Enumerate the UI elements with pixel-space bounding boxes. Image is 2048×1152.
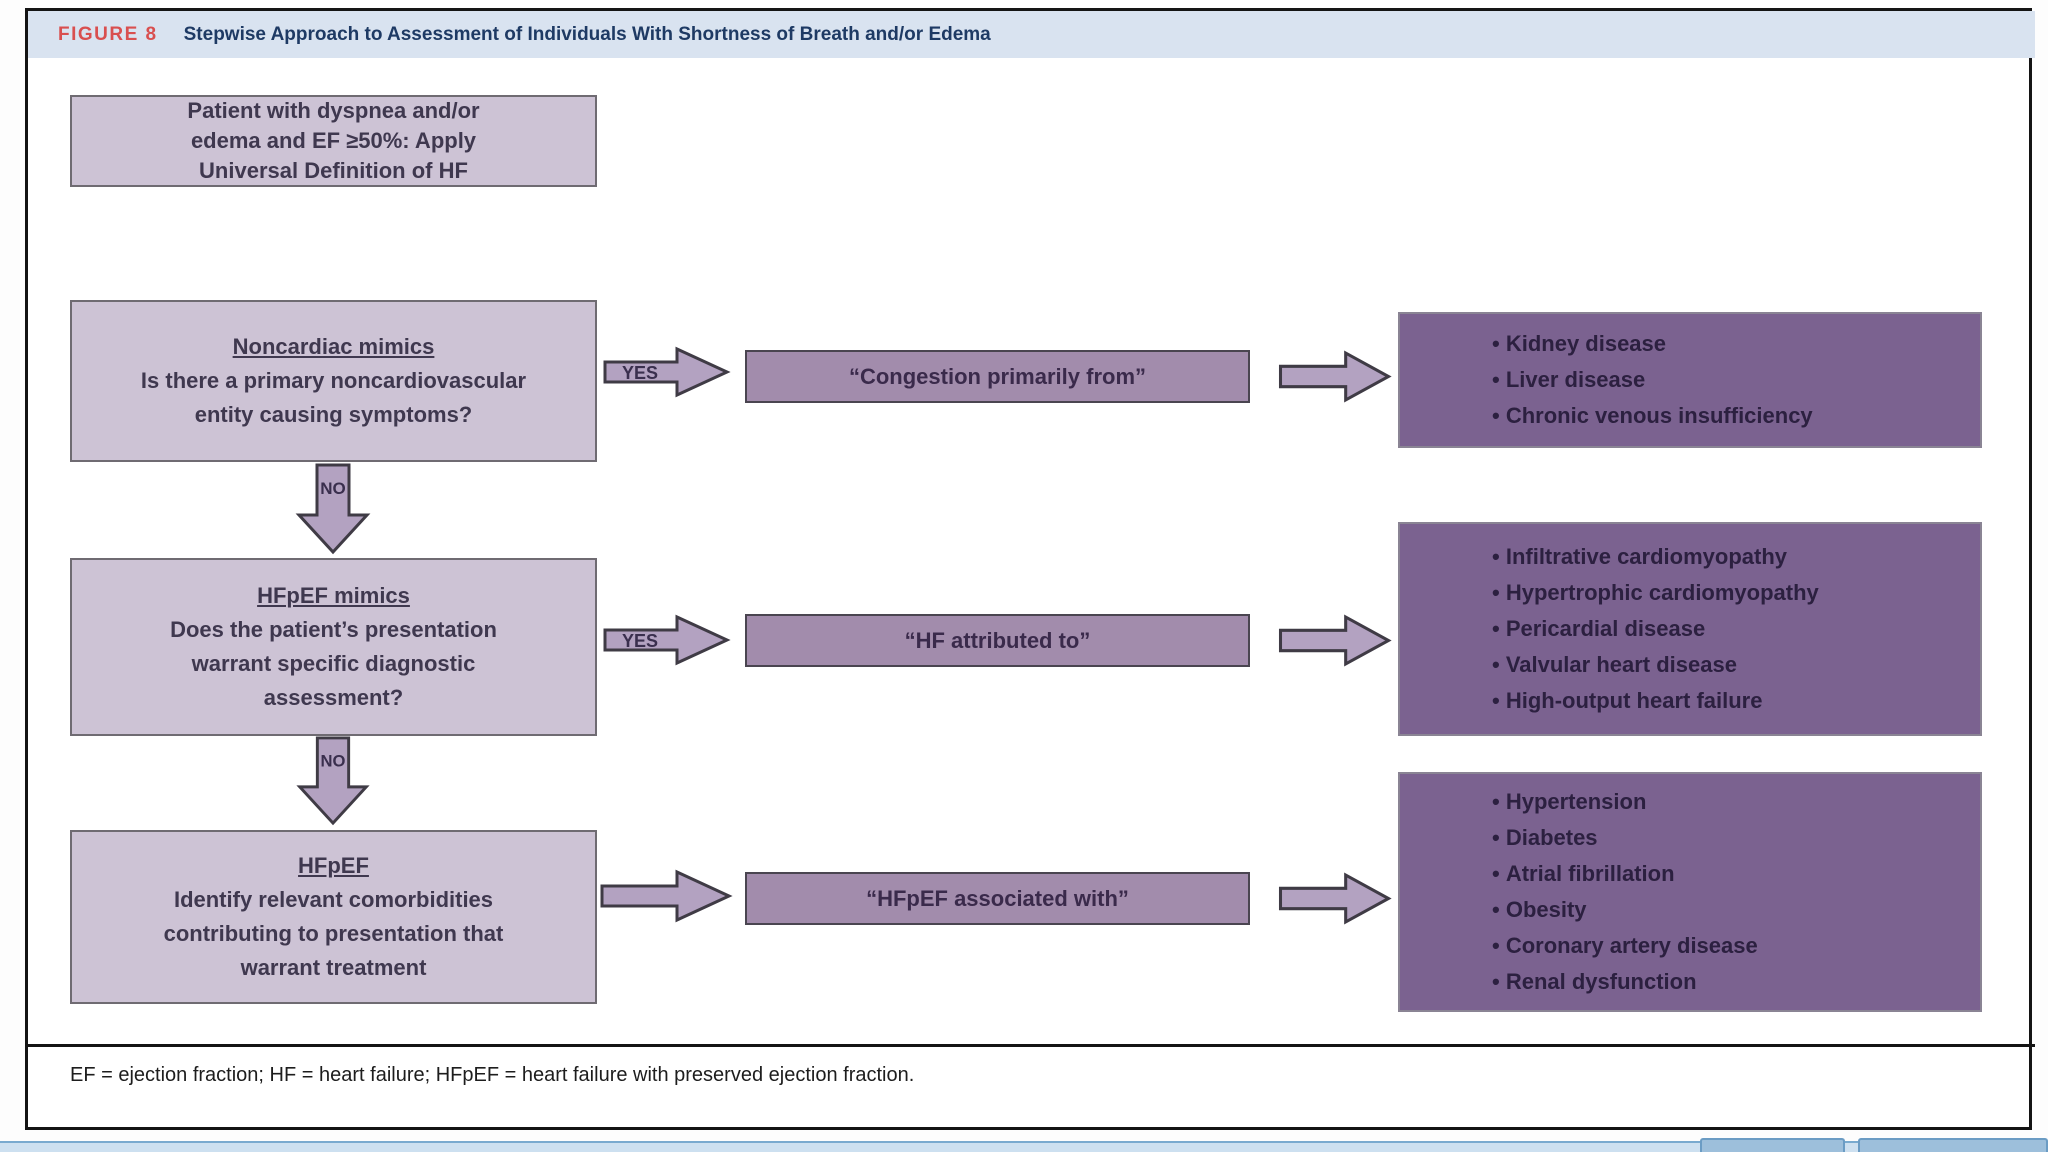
bullet-item: Atrial fibrillation [1492, 856, 1970, 892]
bullet-list: Kidney disease Liver disease Chronic ven… [1400, 326, 1980, 434]
category-box-hfpef-comorbidities: Hypertension Diabetes Atrial fibrillatio… [1398, 772, 1982, 1012]
bullet-item: Pericardial disease [1492, 611, 1970, 647]
taskbar-segment[interactable] [1700, 1138, 1845, 1152]
no-label: NO [320, 479, 346, 498]
bullet-item: Valvular heart disease [1492, 647, 1970, 683]
category-box-hfpef-mimic-causes: Infiltrative cardiomyopathy Hypertrophic… [1398, 522, 1982, 736]
bullet-list: Hypertension Diabetes Atrial fibrillatio… [1400, 784, 1980, 1000]
category-box-noncardiac-causes: Kidney disease Liver disease Chronic ven… [1398, 312, 1982, 448]
arrow-shape [296, 736, 370, 826]
arrow-shape [1278, 614, 1392, 667]
right-arrow-icon [600, 869, 733, 923]
connector-box-text: “HFpEF associated with” [866, 885, 1129, 911]
connector-box-hf-attributed: “HF attributed to” [745, 614, 1250, 667]
taskbar-segment[interactable] [1858, 1138, 2048, 1152]
start-box: Patient with dyspnea and/or edema and EF… [70, 95, 597, 187]
bullet-list: Infiltrative cardiomyopathy Hypertrophic… [1400, 539, 1980, 719]
connector-box-congestion: “Congestion primarily from” [745, 350, 1250, 403]
right-arrow-icon [1278, 350, 1392, 403]
yes-label: YES [622, 631, 658, 651]
connector-box-text: “HF attributed to” [904, 627, 1091, 653]
figure-title: Stepwise Approach to Assessment of Indiv… [183, 23, 991, 45]
figure-number-label: FIGURE 8 [58, 23, 158, 45]
arrow-shape [295, 463, 371, 555]
connector-box-text: “Congestion primarily from” [848, 363, 1147, 389]
yes-label: YES [622, 363, 658, 383]
bullet-item: Hypertension [1492, 784, 1970, 820]
bullet-item: Diabetes [1492, 820, 1970, 856]
right-arrow-icon [1278, 614, 1392, 667]
bullet-item: Coronary artery disease [1492, 928, 1970, 964]
arrow-shape [600, 869, 733, 923]
decision-box-hfpef: HFpEF Identify relevant comorbidities co… [70, 830, 597, 1004]
arrow-shape [603, 614, 731, 666]
decision-box-heading: Noncardiac mimics [232, 334, 435, 359]
bullet-item: High-output heart failure [1492, 683, 1970, 719]
figure-header-band: FIGURE 8 Stepwise Approach to Assessment… [28, 11, 2035, 58]
bullet-item: Hypertrophic cardiomyopathy [1492, 575, 1970, 611]
bullet-item: Chronic venous insufficiency [1492, 398, 1970, 434]
connector-box-hfpef-associated: “HFpEF associated with” [745, 872, 1250, 925]
yes-arrow-icon: YES [603, 614, 731, 666]
decision-box-question: Identify relevant comorbidities contribu… [163, 887, 504, 980]
bullet-item: Kidney disease [1492, 326, 1970, 362]
bullet-item: Renal dysfunction [1492, 964, 1970, 1000]
right-arrow-icon [1278, 872, 1392, 925]
bottom-scrollbar[interactable] [0, 1141, 2048, 1152]
arrow-shape [603, 346, 731, 398]
arrow-shape [1278, 872, 1392, 925]
no-arrow-icon: NO [296, 736, 370, 826]
decision-box-heading: HFpEF mimics [257, 583, 410, 608]
start-box-text: Patient with dyspnea and/or edema and EF… [187, 98, 480, 183]
arrow-shape [1278, 350, 1392, 403]
bullet-item: Liver disease [1492, 362, 1970, 398]
bullet-item: Obesity [1492, 892, 1970, 928]
yes-arrow-icon: YES [603, 346, 731, 398]
decision-box-question: Does the patient’s presentation warrant … [170, 617, 497, 710]
bullet-item: Infiltrative cardiomyopathy [1492, 539, 1970, 575]
no-label: NO [321, 751, 346, 770]
decision-box-heading: HFpEF [298, 853, 369, 878]
decision-box-hfpef-mimics: HFpEF mimics Does the patient’s presenta… [70, 558, 597, 736]
decision-box-question: Is there a primary noncardiovascular ent… [140, 368, 527, 427]
footnote-divider [28, 1044, 2035, 1047]
decision-box-noncardiac-mimics: Noncardiac mimics Is there a primary non… [70, 300, 597, 462]
no-arrow-icon: NO [295, 463, 371, 555]
footnote-text: EF = ejection fraction; HF = heart failu… [70, 1064, 915, 1086]
